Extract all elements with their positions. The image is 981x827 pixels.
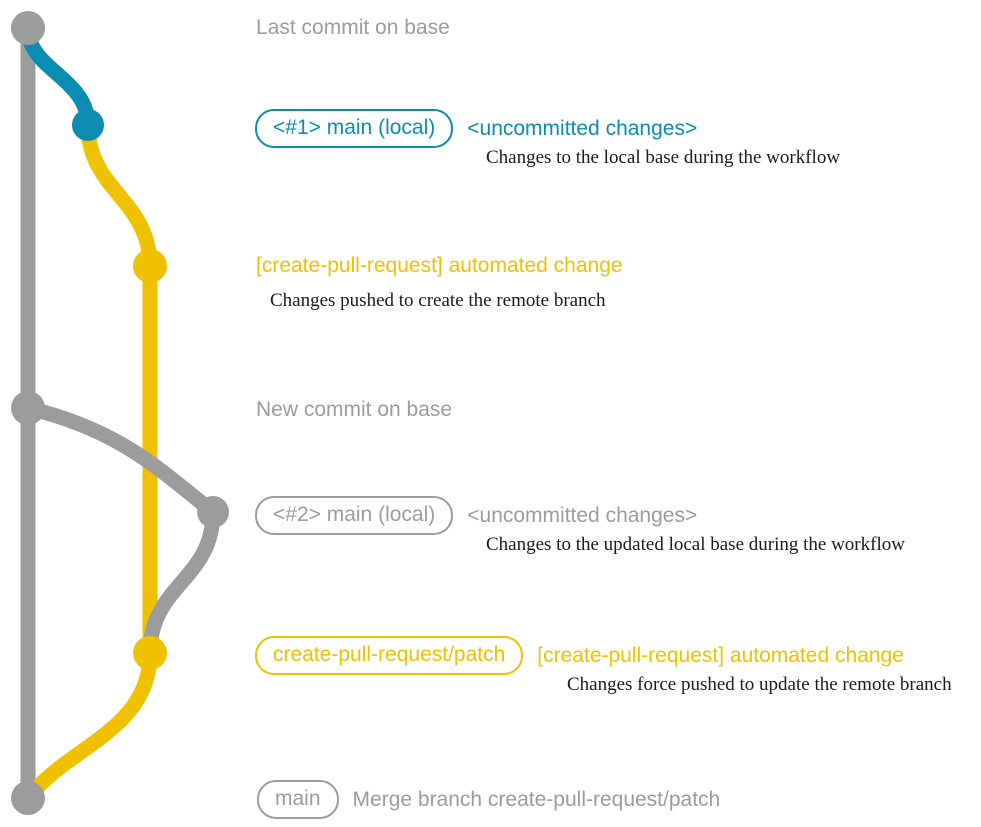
edge-local2-to-remote2 (142, 504, 221, 661)
commit-node-last-commit-on-base (11, 11, 45, 45)
commit-node-new-commit-on-base (11, 391, 45, 425)
commit-subject: <uncommitted changes> (467, 117, 698, 140)
row-local-change-1: <#1> main (local) <uncommitted changes> (255, 109, 697, 148)
commit-node-merge-commit (11, 781, 45, 815)
note-automated-change-1: Changes pushed to create the remote bran… (270, 290, 606, 311)
commit-subject: <uncommitted changes> (467, 504, 698, 527)
edge-local1-to-remote1 (80, 117, 158, 274)
commit-node-automated-change-1 (133, 249, 167, 283)
branch-ref-pill-main-local-1[interactable]: <#1> main (local) (255, 109, 454, 148)
commit-node-local-change-2 (197, 496, 229, 528)
note-local-change-1: Changes to the local base during the wor… (486, 147, 841, 168)
note-local-change-2: Changes to the updated local base during… (486, 534, 905, 555)
row-local-change-2: <#2> main (local) <uncommitted changes> (255, 496, 697, 535)
row-automated-change-1: [create-pull-request] automated change (256, 255, 623, 276)
row-merge-commit: main Merge branch create-pull-request/pa… (257, 780, 720, 819)
note-automated-change-2: Changes force pushed to update the remot… (567, 674, 952, 695)
commit-subject: Last commit on base (256, 16, 450, 39)
commit-subject: [create-pull-request] automated change (256, 254, 623, 277)
edge-base-to-local1 (20, 20, 96, 133)
branch-ref-pill-create-pull-request-patch[interactable]: create-pull-request/patch (255, 636, 524, 675)
row-new-commit-on-base: New commit on base (256, 399, 452, 420)
commit-subject: New commit on base (256, 398, 453, 421)
branch-ref-pill-main-local-2[interactable]: <#2> main (local) (255, 496, 454, 535)
commit-node-automated-change-2 (133, 636, 167, 670)
edge-base-to-local2 (20, 400, 221, 520)
commit-node-local-change-1 (72, 109, 104, 141)
commit-subject: [create-pull-request] automated change (537, 644, 904, 667)
branch-ref-pill-main[interactable]: main (257, 780, 339, 819)
commit-subject: Merge branch create-pull-request/patch (352, 788, 721, 811)
row-last-commit-on-base: Last commit on base (256, 17, 450, 38)
row-automated-change-2: create-pull-request/patch [create-pull-r… (255, 636, 904, 675)
edge-remote2-to-merge (20, 645, 158, 806)
